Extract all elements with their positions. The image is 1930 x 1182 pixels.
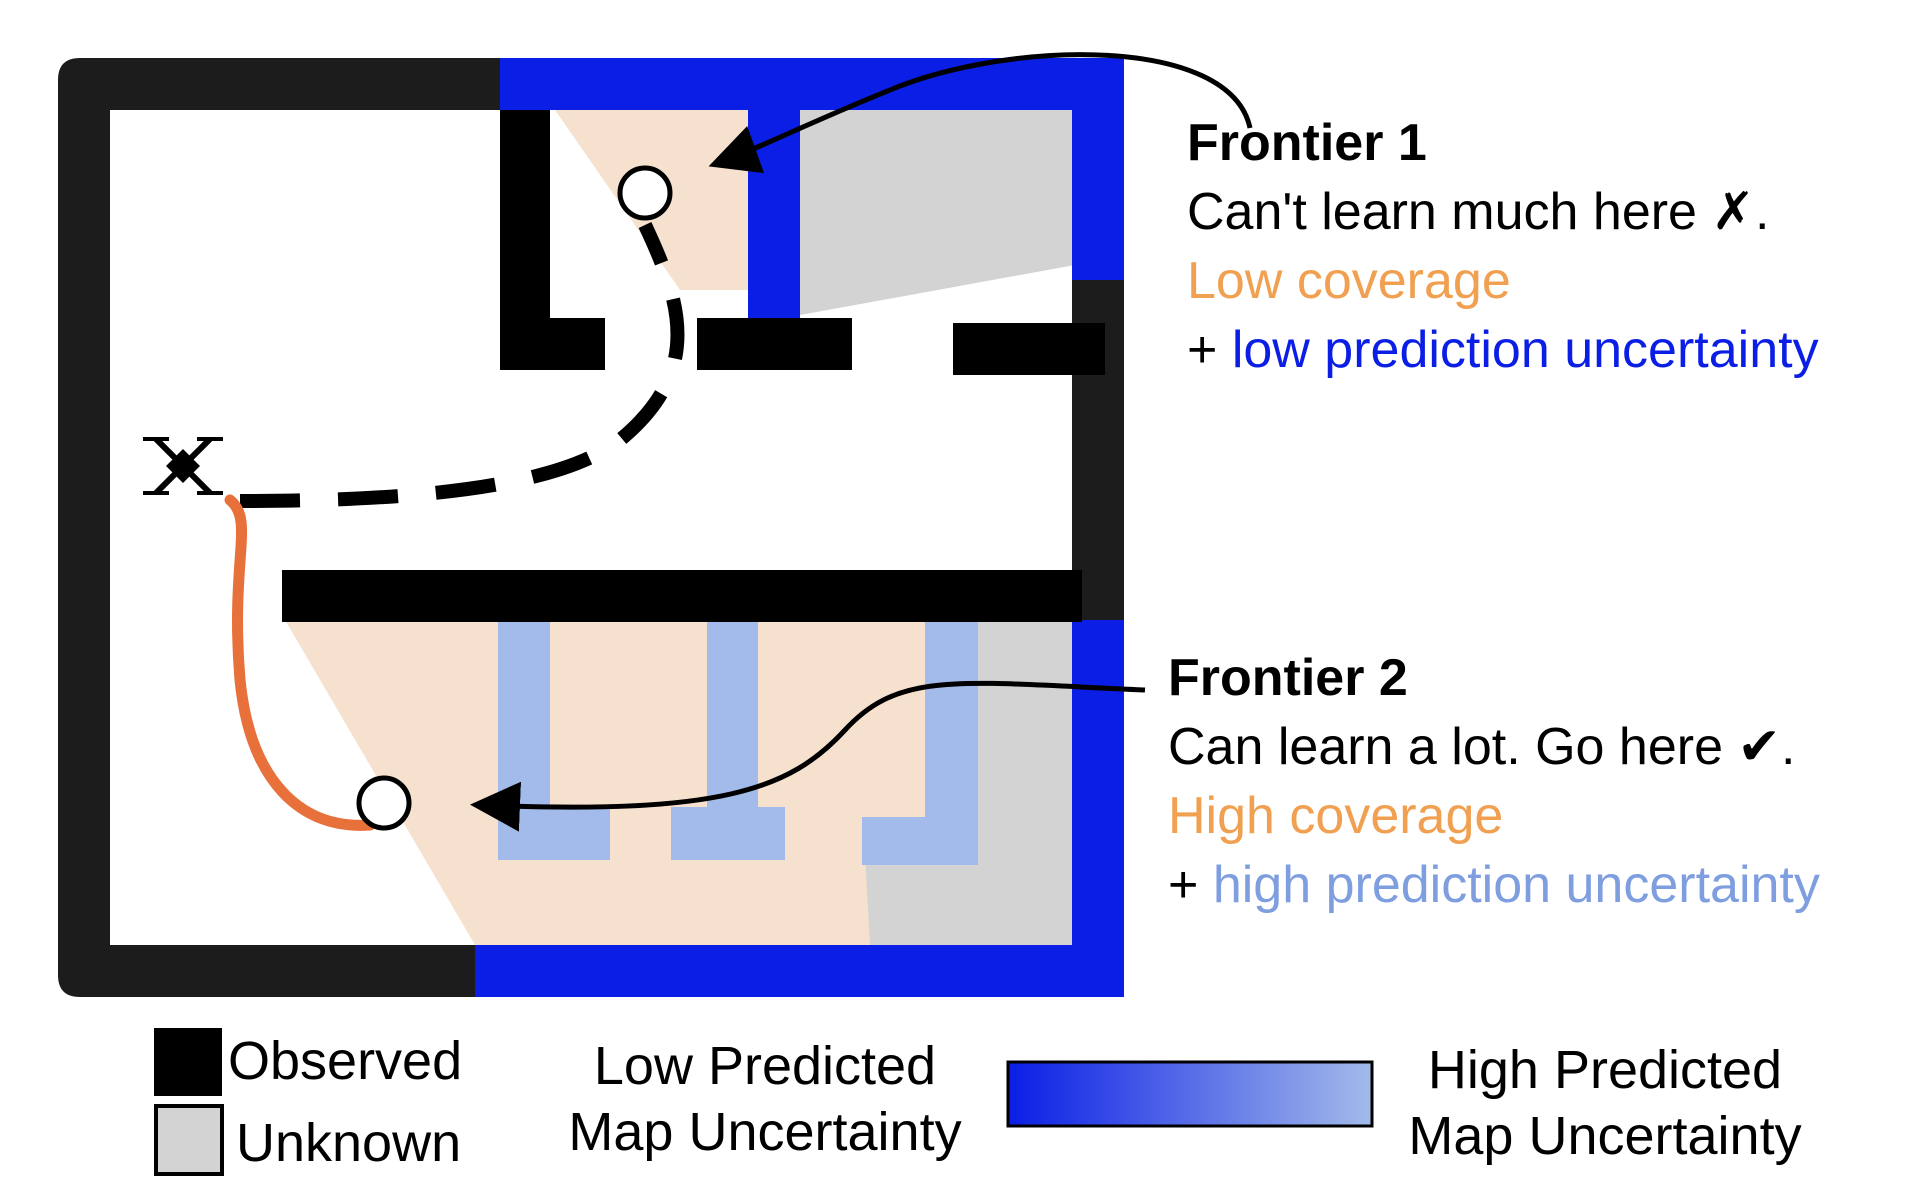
legend-unknown-label: Unknown (236, 1113, 462, 1173)
unknown-region-top (800, 110, 1075, 315)
legend-low-uncertainty-label: Low Predicted Map Uncertainty (555, 1034, 975, 1166)
legend-low-line2: Map Uncertainty (568, 1101, 962, 1162)
light-wall-2 (671, 622, 785, 860)
frontier1-coverage-text: Low coverage (1187, 252, 1511, 310)
frontier2-uncertainty-line: + high prediction uncertainty (1168, 859, 1820, 911)
inner-wall-horizontal (282, 570, 1082, 622)
inner-wall-left-L (500, 110, 605, 370)
frontier1-callout-arrow (708, 52, 1253, 174)
frontier2-marker-icon (356, 775, 412, 831)
frontier1-uncertainty-text: low prediction uncertainty (1231, 321, 1819, 379)
outer-wall-observed (58, 58, 500, 997)
light-wall-1 (498, 622, 610, 860)
legend-unknown-swatch (154, 1104, 224, 1176)
inner-wall-segment-mid (697, 318, 852, 370)
frontier2-plus-sign: + (1168, 856, 1213, 914)
frontier2-description: Can learn a lot. Go here ✔. (1168, 718, 1796, 776)
frontier2-title: Frontier 2 (1168, 649, 1408, 707)
frontier2-uncertainty-text: high prediction uncertainty (1212, 856, 1820, 914)
legend-high-uncertainty-label: High Predicted Map Uncertainty (1390, 1038, 1820, 1170)
legend-low-line1: Low Predicted (593, 1036, 937, 1096)
legend-observed-swatch (154, 1028, 222, 1096)
inner-wall-segment-right (953, 323, 1105, 375)
path-to-frontier2 (224, 494, 376, 831)
frontier2-callout-arrow (470, 680, 1146, 832)
legend-uncertainty-gradient (1006, 1060, 1374, 1128)
drone-icon (143, 436, 223, 496)
top-right-wall-high-uncertainty (500, 58, 1124, 280)
legend-high-line1: High Predicted (1427, 1040, 1783, 1100)
frontier1-description: Can't learn much here ✗. (1187, 183, 1770, 241)
frontier1-plus-sign: + (1187, 321, 1232, 379)
frontier1-title: Frontier 1 (1187, 114, 1427, 172)
frontier2-coverage-text: High coverage (1168, 787, 1504, 845)
frontier1-uncertainty-line: + low prediction uncertainty (1187, 324, 1819, 376)
legend-high-line2: Map Uncertainty (1408, 1105, 1802, 1166)
bottom-right-wall-high-uncertainty (475, 620, 1124, 997)
legend-observed-label: Observed (228, 1031, 463, 1091)
path-to-frontier1-dashed (239, 222, 685, 508)
frontier1-marker-icon (617, 165, 673, 221)
